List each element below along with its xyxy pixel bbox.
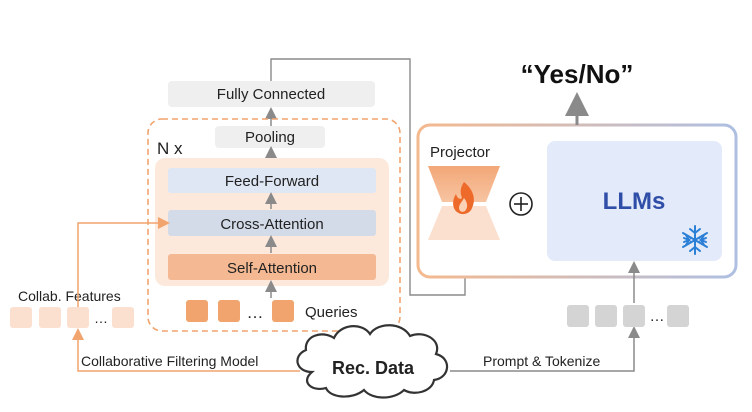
rec-data-label: Rec. Data [332, 358, 415, 378]
arrow-fc-to-projector [270, 58, 471, 296]
arrow-collab-to-cross-attention [77, 217, 170, 307]
plus-icon [509, 192, 533, 216]
projector-block [428, 166, 500, 240]
snowflake-icon [682, 225, 708, 255]
self-attention-block: Self-Attention [168, 254, 376, 280]
prompt-token [567, 305, 589, 327]
pooling-label: Pooling [245, 129, 295, 146]
feed-forward-block: Feed-Forward [168, 168, 376, 193]
cf-model-label: Collaborative Filtering Model [81, 353, 258, 369]
cross-attention-block: Cross-Attention [168, 210, 376, 236]
collab-features-label: Collab. Features [18, 288, 121, 304]
arrow-recdata-to-prompt-tokens [450, 326, 640, 372]
llms-label: LLMs [603, 188, 666, 215]
prompt-tokens: … [567, 305, 689, 327]
prompt-token [667, 305, 689, 327]
arrow-recdata-to-collab [72, 328, 300, 372]
collab-token [10, 307, 32, 328]
collab-ellipsis: … [94, 310, 108, 326]
collab-token [67, 307, 89, 328]
queries-label: Queries [305, 304, 358, 321]
query-tokens: … Queries [186, 300, 358, 322]
output-label: “Yes/No” [521, 59, 634, 89]
pooling-block: Pooling [215, 126, 325, 148]
self-attention-label: Self-Attention [227, 260, 317, 277]
prompt-token [623, 305, 645, 327]
query-token [272, 300, 294, 322]
dashed-module-border [147, 118, 401, 332]
projector-label: Projector [430, 144, 490, 161]
fire-icon [453, 182, 474, 215]
n-times-label: N x [157, 139, 183, 158]
prompt-ellipsis: … [650, 308, 665, 325]
collab-token [112, 307, 134, 328]
llms-block: LLMs [547, 141, 722, 261]
fully-connected-block: Fully Connected [168, 81, 375, 107]
prompt-token [595, 305, 617, 327]
query-token [186, 300, 208, 322]
feed-forward-label: Feed-Forward [225, 173, 319, 190]
rec-data-cloud: Rec. Data [296, 324, 449, 399]
query-ellipsis: … [247, 303, 264, 322]
collab-token [39, 307, 61, 328]
query-token [218, 300, 240, 322]
prompt-tokenize-label: Prompt & Tokenize [483, 353, 600, 369]
collab-feature-tokens: … [10, 307, 134, 328]
cross-attention-label: Cross-Attention [220, 216, 323, 233]
fully-connected-label: Fully Connected [217, 86, 325, 103]
